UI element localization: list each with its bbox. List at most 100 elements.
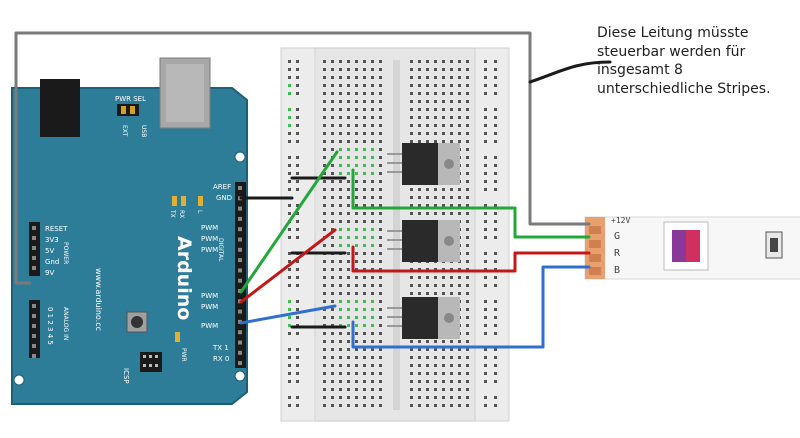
- pwr-sel-jumper: [117, 104, 139, 116]
- breadboard-hole: [355, 356, 358, 359]
- breadboard-hole: [371, 276, 374, 279]
- breadboard-hole: [426, 100, 429, 103]
- header-pin: [238, 227, 242, 232]
- breadboard-hole: [355, 316, 358, 319]
- breadboard-hole: [347, 252, 350, 255]
- breadboard-hole: [410, 356, 413, 359]
- breadboard-hole: [347, 340, 350, 343]
- breadboard-hole: [371, 60, 374, 63]
- breadboard-hole: [347, 60, 350, 63]
- breadboard-hole: [355, 76, 358, 79]
- 5v-label: 5V: [45, 247, 54, 255]
- breadboard-hole: [466, 156, 469, 159]
- breadboard-hole: [434, 76, 437, 79]
- breadboard-hole: [410, 196, 413, 199]
- breadboard-hole: [296, 380, 299, 383]
- breadboard-hole: [363, 332, 366, 335]
- breadboard-hole: [331, 196, 334, 199]
- breadboard-hole: [450, 60, 453, 63]
- breadboard-hole: [323, 132, 326, 135]
- breadboard-hole: [442, 124, 445, 127]
- breadboard-hole: [371, 228, 374, 231]
- breadboard-hole: [339, 372, 342, 375]
- breadboard-hole: [418, 196, 421, 199]
- breadboard-hole: [484, 220, 487, 223]
- header-pin: [238, 268, 242, 273]
- header-pin: [238, 309, 242, 314]
- breadboard-hole: [323, 172, 326, 175]
- breadboard-hole: [379, 116, 382, 119]
- breadboard-hole: [466, 276, 469, 279]
- breadboard-hole: [458, 284, 461, 287]
- breadboard-hole: [323, 404, 326, 407]
- breadboard-hole: [339, 204, 342, 207]
- breadboard-hole: [371, 380, 374, 383]
- breadboard-hole: [331, 84, 334, 87]
- pwm-label: PWM: [201, 322, 218, 330]
- breadboard-hole: [466, 324, 469, 327]
- power-jack: [40, 79, 80, 137]
- breadboard-hole: [418, 204, 421, 207]
- breadboard-hole: [379, 204, 382, 207]
- breadboard-hole: [450, 100, 453, 103]
- mosfet-2: [387, 220, 460, 262]
- pin-12v-label: +12V: [611, 216, 630, 225]
- breadboard-hole: [363, 164, 366, 167]
- breadboard-hole: [296, 236, 299, 239]
- analog-header: [29, 300, 40, 358]
- breadboard-hole: [494, 324, 497, 327]
- breadboard-hole: [347, 260, 350, 263]
- header-pin: [32, 314, 36, 318]
- breadboard-hole: [323, 140, 326, 143]
- breadboard-hole: [494, 164, 497, 167]
- breadboard-hole: [418, 108, 421, 111]
- breadboard-hole: [331, 108, 334, 111]
- breadboard-hole: [442, 372, 445, 375]
- breadboard-hole: [355, 188, 358, 191]
- l-led: [198, 196, 203, 206]
- annotation-text: Diese Leitung müsste steuerbar werden fü…: [597, 24, 797, 98]
- breadboard-hole: [494, 228, 497, 231]
- breadboard-hole: [347, 68, 350, 71]
- breadboard-hole: [410, 204, 413, 207]
- breadboard-hole: [288, 332, 291, 335]
- breadboard-hole: [494, 188, 497, 191]
- breadboard-hole: [494, 60, 497, 63]
- header-pin: [32, 256, 36, 260]
- breadboard-hole: [288, 92, 291, 95]
- led-strip: +12V G R B: [584, 216, 800, 280]
- breadboard-hole: [484, 212, 487, 215]
- breadboard-hole: [355, 140, 358, 143]
- breadboard-hole: [296, 284, 299, 287]
- breadboard-hole: [418, 276, 421, 279]
- breadboard-hole: [484, 276, 487, 279]
- breadboard-hole: [434, 396, 437, 399]
- breadboard-hole: [296, 332, 299, 335]
- breadboard-hole: [442, 84, 445, 87]
- breadboard-hole: [418, 356, 421, 359]
- breadboard-hole: [410, 188, 413, 191]
- breadboard-hole: [442, 292, 445, 295]
- breadboard-hole: [355, 292, 358, 295]
- breadboard-hole: [331, 172, 334, 175]
- breadboard-hole: [296, 396, 299, 399]
- breadboard-hole: [494, 212, 497, 215]
- breadboard-hole: [288, 116, 291, 119]
- breadboard-hole: [355, 364, 358, 367]
- breadboard-hole: [458, 356, 461, 359]
- breadboard-hole: [458, 60, 461, 63]
- breadboard-hole: [355, 196, 358, 199]
- tx-led: [172, 196, 177, 206]
- breadboard-hole: [379, 340, 382, 343]
- breadboard-hole: [363, 364, 366, 367]
- breadboard-hole: [434, 284, 437, 287]
- breadboard-hole: [484, 108, 487, 111]
- pwm-label: PWM: [201, 246, 218, 254]
- breadboard-hole: [458, 276, 461, 279]
- breadboard-hole: [466, 124, 469, 127]
- breadboard-hole: [371, 372, 374, 375]
- header-pin: [32, 304, 36, 308]
- breadboard-hole: [363, 324, 366, 327]
- breadboard-hole: [484, 84, 487, 87]
- breadboard-hole: [442, 188, 445, 191]
